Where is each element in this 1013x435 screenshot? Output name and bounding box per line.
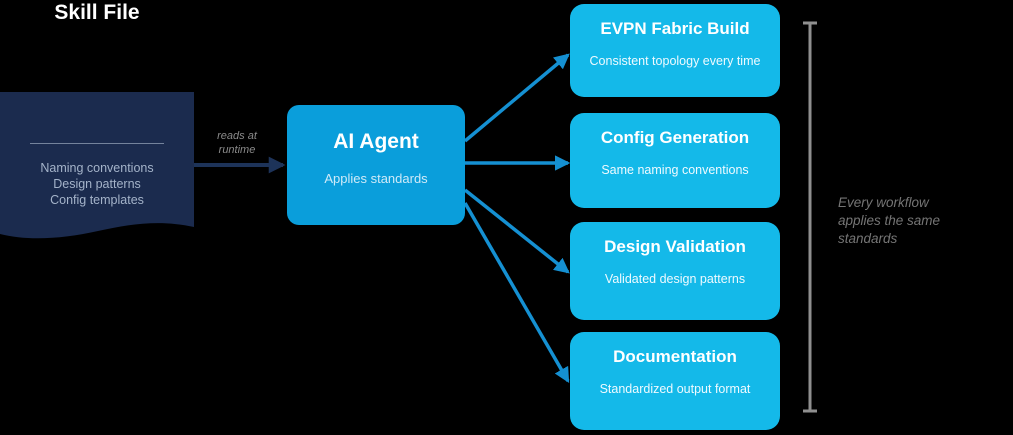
edge-label-line: runtime: [218, 143, 256, 156]
bracket-annotation: Every workflow applies the same standard…: [838, 194, 1008, 248]
skill-file-divider: [30, 143, 164, 144]
edge-agent-to-evpn-fabric-build: [463, 53, 570, 143]
skill-file-item-list: Naming conventions Design patterns Confi…: [0, 160, 194, 209]
skill-file-shape: [0, 92, 194, 239]
bracket-line: [803, 21, 817, 413]
workflow-subtitle: Validated design patterns: [604, 272, 746, 286]
bracket-annotation-line: applies the same: [838, 213, 941, 228]
workflow-subtitle: Same naming conventions: [601, 163, 749, 177]
skill-file-item: Config templates: [50, 193, 144, 208]
workflow-title: EVPN Fabric Build: [600, 19, 750, 38]
workflow-node-design-validation: Design Validation Validated design patte…: [570, 222, 780, 320]
ai-agent-node: AI Agent Applies standards: [287, 105, 465, 225]
workflow-title: Config Generation: [600, 128, 750, 147]
skill-file-item: Naming conventions: [40, 161, 154, 175]
bracket-annotation-line: standards: [838, 231, 898, 246]
workflow-node-evpn-fabric-build: EVPN Fabric Build Consistent topology ev…: [570, 4, 780, 97]
ai-agent-title: AI Agent: [333, 130, 419, 153]
workflow-node-documentation: Documentation Standardized output format: [570, 332, 780, 430]
edge-label-reads-at-runtime: reads at runtime: [196, 130, 278, 157]
edge-agent-to-design-validation: [463, 188, 570, 274]
skill-file-title: Skill File: [54, 1, 140, 24]
skill-file-item: Design patterns: [53, 177, 141, 192]
edge-label-line: reads at: [217, 130, 257, 142]
workflow-node-config-generation: Config Generation Same naming convention…: [570, 113, 780, 208]
ai-agent-subtitle: Applies standards: [324, 171, 428, 186]
workflow-subtitle: Consistent topology every time: [589, 54, 761, 68]
edge-agent-to-documentation: [463, 202, 570, 383]
workflow-title: Design Validation: [604, 237, 746, 256]
workflow-title: Documentation: [613, 347, 737, 366]
bracket-annotation-line: Every workflow: [838, 195, 929, 210]
workflow-subtitle: Standardized output format: [599, 382, 751, 396]
